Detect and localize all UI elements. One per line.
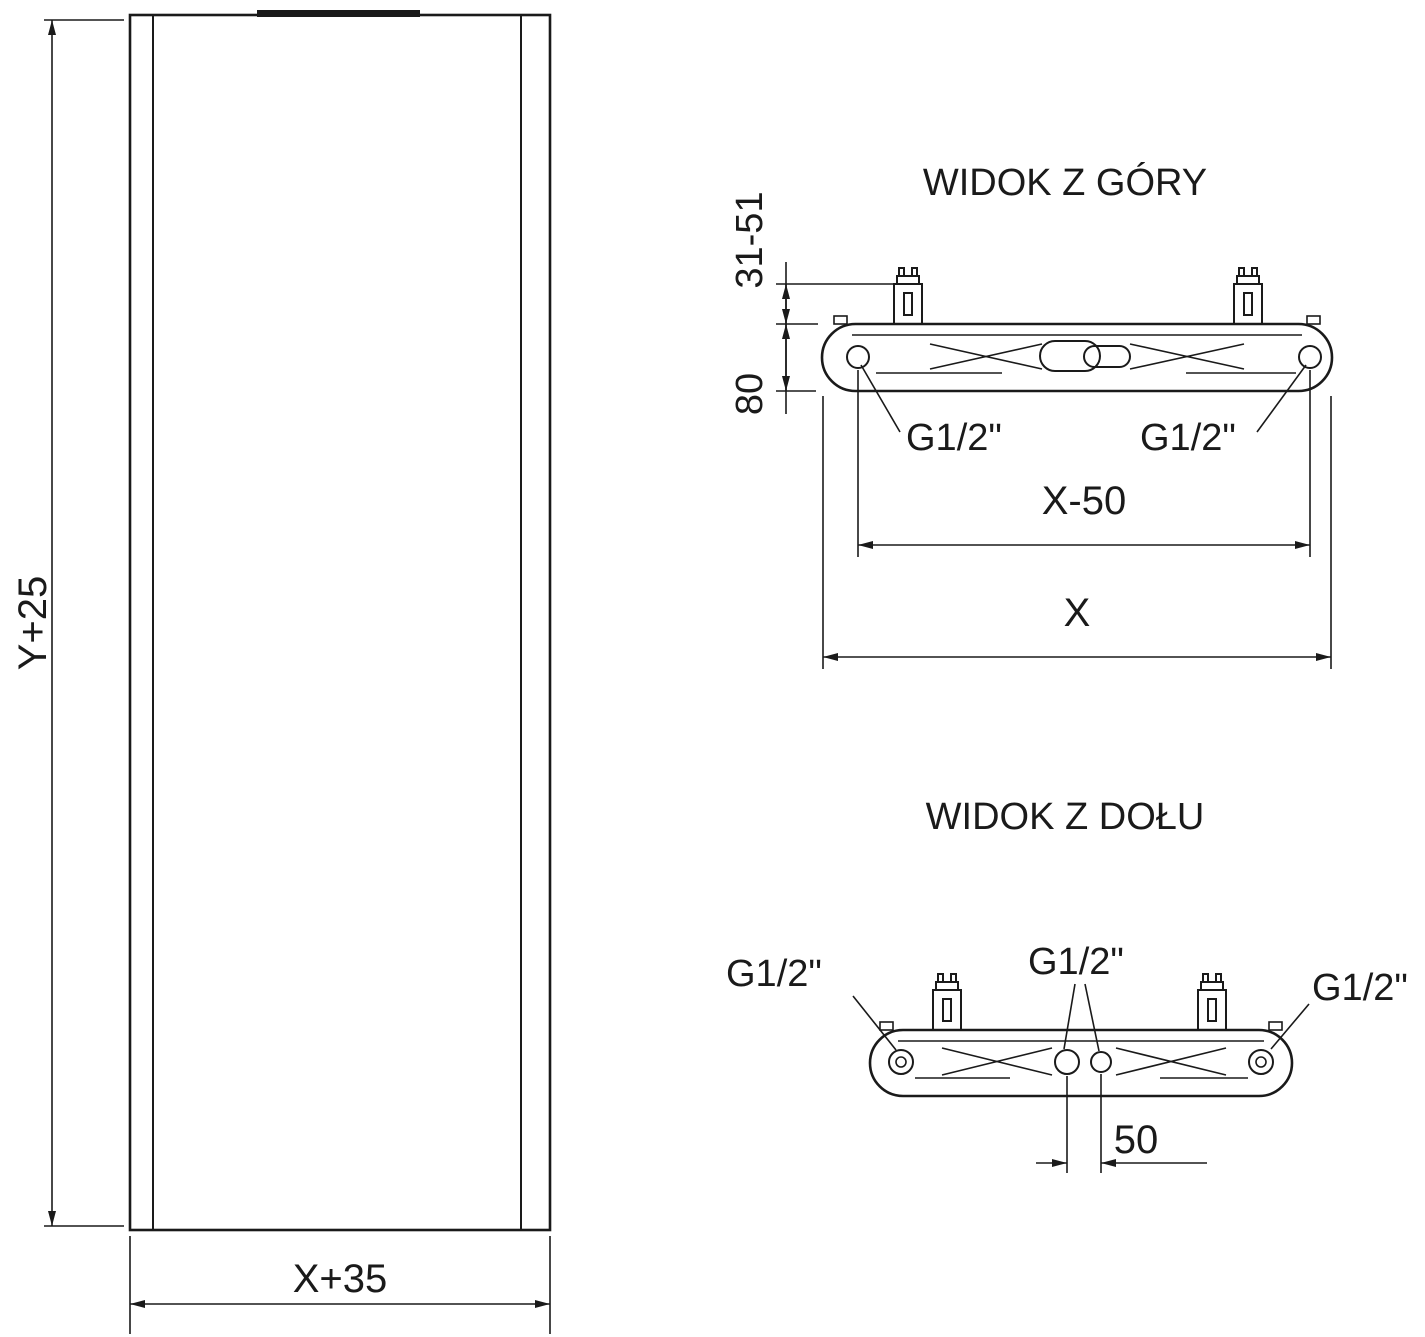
center-connection-label: G1/2" (1028, 941, 1124, 983)
connection-port-right (1248, 1049, 1274, 1075)
top-view: WIDOK Z GÓRY 31-51 (729, 161, 1334, 669)
link-element-outer (1039, 340, 1101, 372)
front-view: Y+25 X+35 (11, 10, 552, 1334)
top-view-title: WIDOK Z GÓRY (923, 161, 1207, 204)
connection-port-right (1298, 345, 1322, 369)
radiator-body-bottom (868, 1028, 1294, 1098)
end-tab-left (879, 1021, 894, 1031)
connection-port-left (888, 1049, 914, 1075)
depth-dim-label: 80 (729, 373, 771, 415)
width-dim-label: X+35 (293, 1257, 388, 1301)
bracket-offset-label: 31-51 (729, 191, 771, 288)
connection-port-center-a (1054, 1049, 1080, 1075)
mounting-bracket-right (1233, 267, 1263, 325)
connection-port-right-inner (1255, 1056, 1267, 1068)
height-dim-label: Y+25 (11, 576, 55, 671)
end-tab-right (1268, 1021, 1283, 1031)
leader-line (1270, 1003, 1310, 1050)
panel-outline (128, 13, 552, 1232)
leader-line (1063, 983, 1076, 1050)
depth-dimension: 80 (729, 324, 790, 415)
connection-port-left (846, 345, 870, 369)
total-width-dimension: X (822, 396, 1332, 669)
connection-port-left-inner (895, 1056, 907, 1068)
radiator-body-top (820, 322, 1334, 393)
center-spacing-dimension: 50 (1036, 1074, 1207, 1173)
height-dimension: Y+25 (11, 19, 124, 1227)
internal-structure (915, 1047, 1248, 1079)
center-spacing-label: 50 (1114, 1118, 1159, 1162)
leader-line (1256, 364, 1307, 433)
leader-line (860, 364, 901, 433)
connection-spacing-dimension: X-50 (857, 370, 1311, 557)
connection-port-center-b (1090, 1051, 1112, 1073)
connection-callouts-top-view: G1/2" G1/2" (860, 364, 1307, 459)
connection-spacing-label: X-50 (1042, 479, 1127, 523)
total-width-label: X (1064, 591, 1091, 635)
left-connection-label: G1/2" (906, 417, 1002, 459)
bottom-view: WIDOK Z DOŁU G1/2" G1/2" (726, 796, 1408, 1173)
mounting-bracket-left (932, 973, 962, 1031)
mounting-bracket-right (1197, 973, 1227, 1031)
end-tab-right (1306, 315, 1321, 325)
end-tab-left (833, 315, 848, 325)
link-element-inner (1083, 345, 1131, 368)
right-connection-label: G1/2" (1140, 417, 1236, 459)
left-connection-label: G1/2" (726, 953, 822, 995)
connection-callouts-bottom-view: G1/2" G1/2" G1/2" (726, 941, 1408, 1052)
mounting-bracket-left (893, 267, 923, 325)
internal-structure (876, 340, 1296, 374)
bottom-view-title: WIDOK Z DOŁU (926, 796, 1205, 838)
bracket-offset-dimension: 31-51 (729, 191, 894, 414)
leader-line (1084, 983, 1100, 1052)
top-bracket-mark (257, 10, 420, 17)
width-dimension: X+35 (129, 1236, 551, 1334)
right-connection-label: G1/2" (1312, 967, 1408, 1009)
leader-line (852, 995, 897, 1051)
